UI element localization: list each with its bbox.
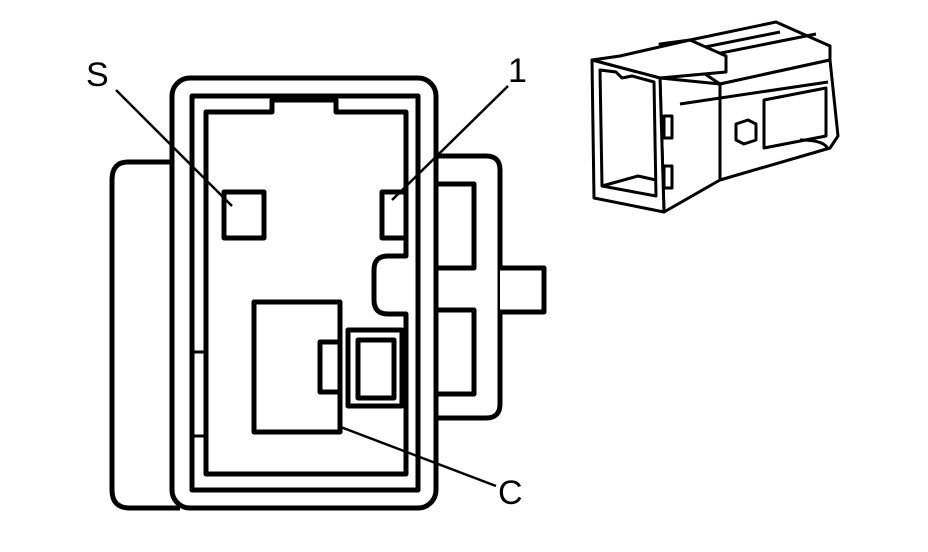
connector-cavity	[203, 97, 409, 477]
iso-slot-top	[662, 114, 674, 140]
connector-flange	[434, 153, 503, 421]
iso-body-detail	[679, 80, 829, 180]
iso-front-opening	[598, 68, 658, 198]
connector-housing-inner	[189, 93, 421, 493]
lock-indicator-outer	[345, 327, 405, 409]
connector-body-left	[109, 159, 180, 511]
leader-1	[391, 85, 509, 201]
flange-window-top	[433, 181, 477, 271]
flange-window-bottom	[433, 307, 477, 397]
iso-rail-groove	[699, 30, 817, 58]
connector-face-view	[109, 75, 547, 511]
leader-c	[337, 424, 497, 488]
terminal-s	[221, 189, 267, 241]
callout-s: S	[86, 56, 109, 94]
iso-latch-button	[734, 118, 758, 146]
connector-housing-outer	[169, 75, 439, 511]
leader-s	[115, 89, 233, 207]
callout-1: 1	[508, 52, 527, 90]
lock-indicator-inner	[355, 337, 397, 401]
connector-isometric-view	[590, 20, 840, 214]
terminal-c-latch	[317, 339, 343, 395]
iso-front-face	[590, 58, 666, 214]
locking-tab	[500, 265, 547, 315]
iso-opening-floor	[601, 174, 657, 188]
iso-rear-end	[799, 138, 830, 151]
terminal-1	[379, 189, 409, 241]
iso-slot-bottom	[662, 164, 674, 190]
callout-c: C	[498, 474, 523, 512]
